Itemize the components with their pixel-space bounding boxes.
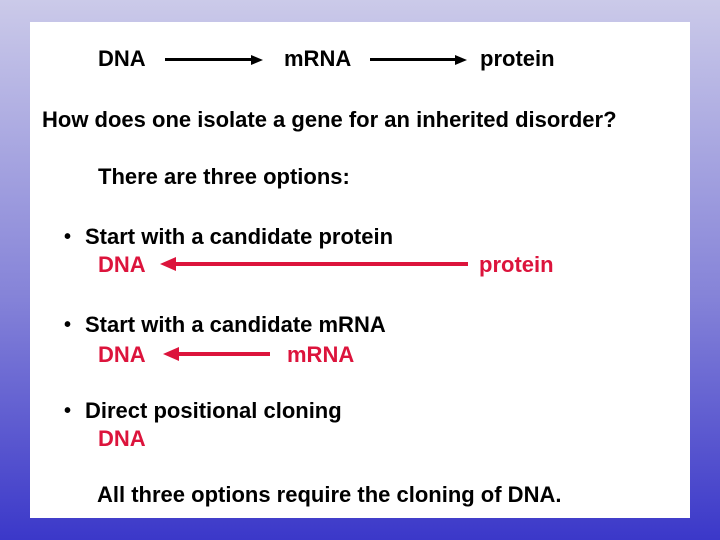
- flow-node-mrna: mRNA: [284, 46, 352, 71]
- option-1-diagram-dna: DNA: [98, 252, 146, 277]
- conclusion-text: All three options require the cloning of…: [97, 482, 562, 507]
- option-2-label: Start with a candidate mRNA: [85, 312, 386, 337]
- flow-node-protein: protein: [480, 46, 555, 71]
- right-arrow-icon: [370, 58, 455, 61]
- option-1-diagram-row: DNA protein: [30, 253, 690, 277]
- flow-node-dna: DNA: [98, 46, 146, 71]
- option-1-label-row: • Start with a candidate protein: [30, 225, 690, 249]
- options-intro-row: There are three options:: [30, 165, 690, 189]
- option-2-diagram-row: DNA mRNA: [30, 343, 690, 367]
- right-arrow-icon: [165, 58, 251, 61]
- bullet-icon: •: [64, 226, 72, 248]
- option-1-label: Start with a candidate protein: [85, 224, 394, 249]
- option-2-diagram-mrna: mRNA: [287, 342, 355, 367]
- question-text: How does one isolate a gene for an inher…: [42, 107, 617, 132]
- option-3-diagram-dna: DNA: [98, 426, 146, 451]
- option-3-label-row: • Direct positional cloning: [30, 399, 690, 423]
- left-arrow-icon: [179, 352, 270, 356]
- option-1-diagram-protein: protein: [479, 252, 554, 277]
- left-arrow-icon: [176, 262, 468, 266]
- option-3-label: Direct positional cloning: [85, 398, 342, 423]
- options-intro-text: There are three options:: [98, 164, 350, 189]
- central-dogma-row: DNA mRNA protein: [30, 47, 690, 71]
- bullet-icon: •: [64, 400, 72, 422]
- question-row: How does one isolate a gene for an inher…: [30, 108, 690, 132]
- option-3-diagram-row: DNA: [30, 427, 690, 451]
- option-2-label-row: • Start with a candidate mRNA: [30, 313, 690, 337]
- conclusion-row: All three options require the cloning of…: [30, 483, 690, 507]
- slide-content-panel: DNA mRNA protein How does one isolate a …: [30, 22, 690, 518]
- option-2-diagram-dna: DNA: [98, 342, 146, 367]
- bullet-icon: •: [64, 314, 72, 336]
